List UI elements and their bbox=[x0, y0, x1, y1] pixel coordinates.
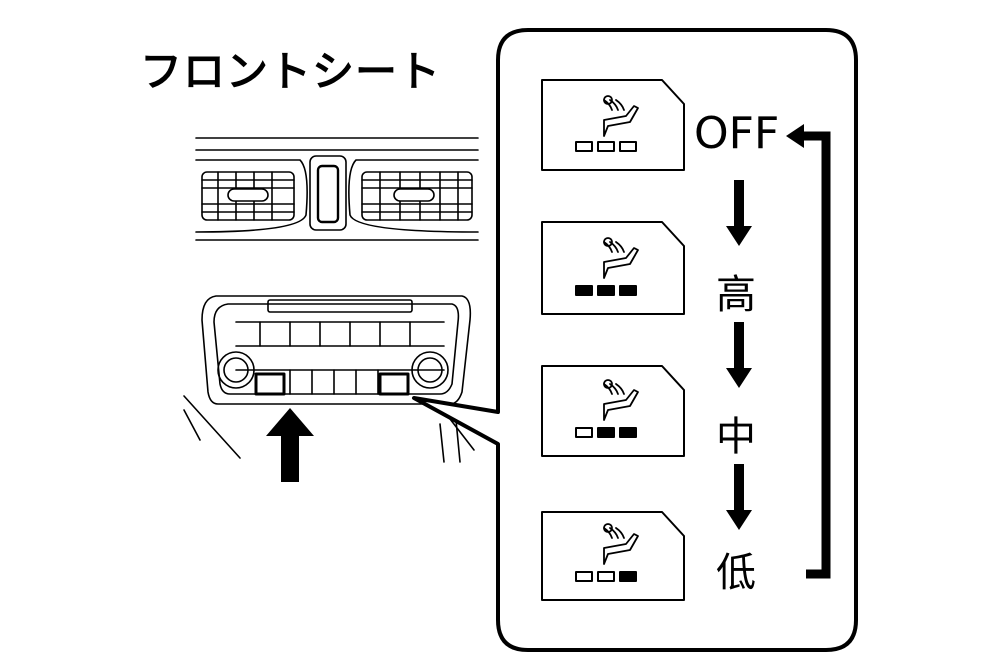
seat-heater-fan-icon bbox=[603, 523, 639, 565]
seat-heater-button-high bbox=[541, 221, 685, 315]
arrow-down-icon bbox=[726, 322, 752, 388]
dashboard-vents bbox=[195, 137, 479, 241]
seat-heater-button-off bbox=[541, 79, 685, 171]
arrow-down-icon bbox=[726, 180, 752, 246]
arrow-down-icon bbox=[726, 464, 752, 530]
return-arrow-icon bbox=[796, 131, 831, 579]
mode-label-high: 高 bbox=[716, 272, 756, 318]
mode-label-mid: 中 bbox=[716, 414, 756, 460]
seat-heater-button-mid bbox=[541, 365, 685, 457]
seat-heater-fan-icon bbox=[603, 237, 639, 279]
page-title: フロントシート bbox=[140, 47, 442, 96]
mode-label-off: OFF bbox=[694, 108, 780, 159]
pointer-arrow bbox=[266, 408, 314, 482]
seat-heater-button-low bbox=[541, 511, 685, 601]
mode-label-low: 低 bbox=[716, 550, 756, 596]
seat-heater-fan-icon bbox=[603, 379, 639, 421]
return-arrowhead bbox=[786, 124, 804, 148]
callout-panel bbox=[412, 28, 858, 652]
seat-heater-fan-icon bbox=[603, 95, 639, 137]
climate-control-panel bbox=[183, 295, 475, 463]
